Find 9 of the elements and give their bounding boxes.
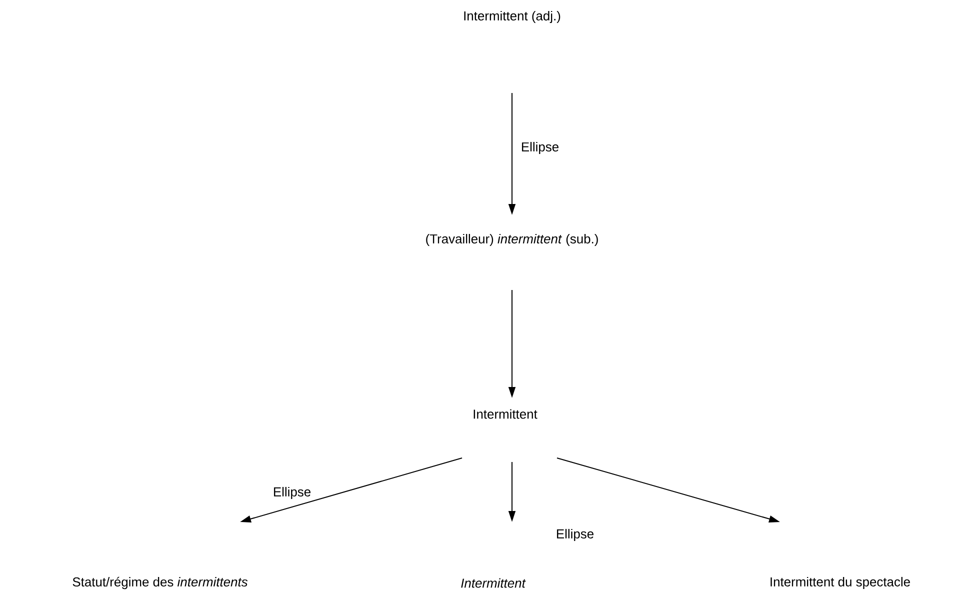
node-text: Intermittent	[461, 578, 526, 588]
node-text: Intermittent du spectacle	[770, 576, 910, 590]
edge-label: Ellipse	[272, 486, 312, 500]
node-text: Intermittent	[474, 409, 538, 419]
node-text: (Travailleur) intermittent (sub.)	[426, 234, 598, 246]
edge-label: Ellipse	[520, 140, 560, 156]
node-text: Statut/régime des intermittents	[72, 576, 248, 590]
edge-label: Ellipse	[554, 528, 596, 542]
node-text: Intermittent (adj.)	[464, 10, 560, 24]
